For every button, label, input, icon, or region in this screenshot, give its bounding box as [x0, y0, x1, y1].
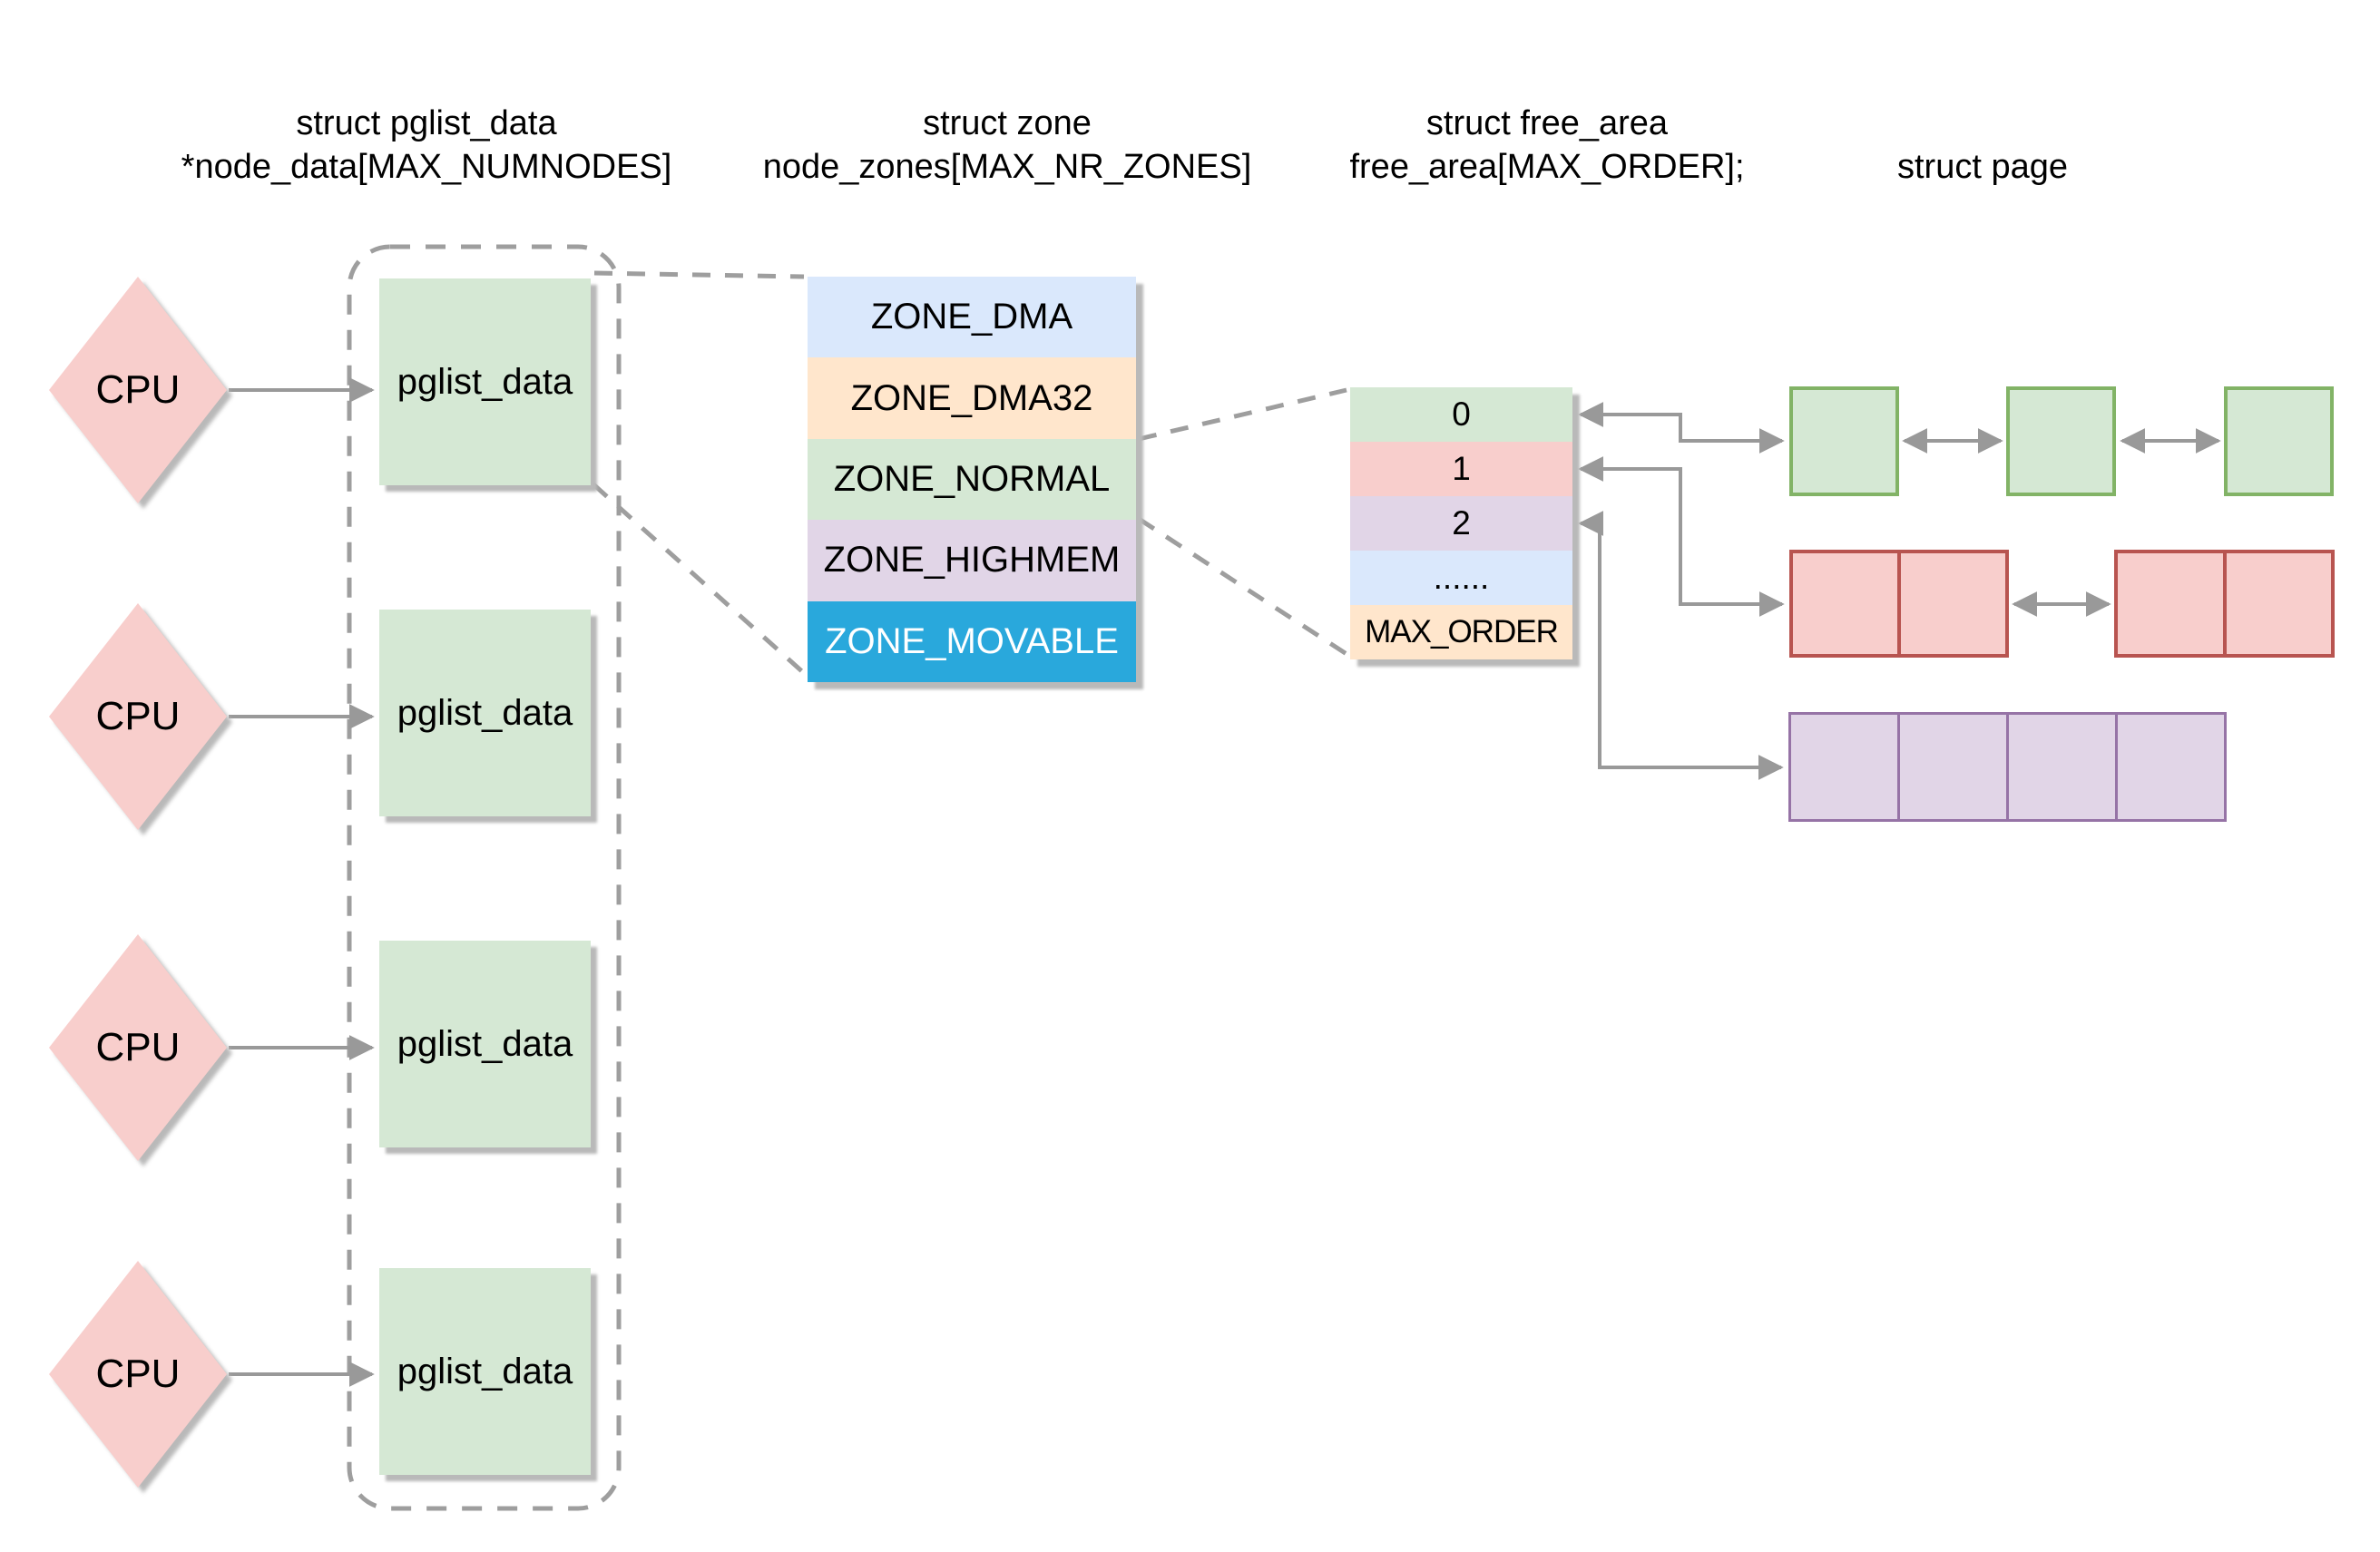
header-free-area-line1: struct free_area	[1425, 104, 1669, 142]
page-block-order1-1	[1789, 550, 2009, 658]
header-pglist-data: struct pglist_data *node_data[MAX_NUMNOD…	[64, 102, 789, 189]
cpu-label: CPU	[95, 367, 181, 412]
free-area-row-max-order: MAX_ORDER	[1350, 605, 1572, 659]
zone-row-dma32: ZONE_DMA32	[808, 357, 1136, 439]
header-struct-page-line1: struct page	[1897, 148, 2068, 186]
zone-row-label: ZONE_NORMAL	[833, 459, 1111, 500]
cpu-node-4: CPU	[49, 1261, 227, 1488]
header-struct-page: struct page	[1824, 145, 2141, 189]
header-free-area-line2: free_area[MAX_ORDER];	[1349, 148, 1745, 186]
pglist-data-node-2: pglist_data	[379, 610, 591, 816]
page-block-order0-2	[2006, 386, 2116, 496]
page-cell	[1791, 715, 1897, 819]
header-pglist-line2: *node_data[MAX_NUMNODES]	[181, 148, 672, 186]
page-block-order2-1	[1788, 712, 2227, 822]
link-freearea2-to-order2-list	[1578, 511, 1784, 780]
page-block-order1-2	[2114, 550, 2335, 658]
pglist-data-node-1: pglist_data	[379, 278, 591, 485]
page-cell	[2006, 715, 2115, 819]
page-cell	[2115, 715, 2224, 819]
free-area-table: 0 1 2 ...... MAX_ORDER	[1350, 387, 1572, 659]
zone-stack: ZONE_DMA ZONE_DMA32 ZONE_NORMAL ZONE_HIG…	[808, 277, 1136, 683]
free-area-row-label: ......	[1433, 559, 1490, 596]
free-area-row-2: 2	[1350, 496, 1572, 551]
zone-row-label: ZONE_DMA32	[850, 377, 1093, 418]
free-area-row-label: 0	[1452, 395, 1471, 433]
zone-row-label: ZONE_HIGHMEM	[823, 540, 1121, 581]
pglist-data-label: pglist_data	[397, 1351, 573, 1391]
free-area-row-1: 1	[1350, 442, 1572, 496]
page-block-order0-1	[1789, 386, 1899, 496]
pglist-data-label: pglist_data	[397, 361, 573, 402]
cpu-label: CPU	[95, 694, 181, 738]
zone-row-label: ZONE_MOVABLE	[825, 620, 1119, 661]
page-cell	[2118, 553, 2223, 654]
free-area-row-0: 0	[1350, 387, 1572, 442]
cpu-label: CPU	[95, 1025, 181, 1069]
zone-row-label: ZONE_DMA	[870, 297, 1073, 337]
header-zone-line2: node_zones[MAX_NR_ZONES]	[762, 148, 1252, 186]
page-block-order0-3	[2224, 386, 2334, 496]
page-cell	[2222, 553, 2332, 654]
free-area-row-label: 2	[1452, 504, 1471, 542]
dashed-pglist-to-zone-top	[593, 270, 805, 279]
zone-row-movable: ZONE_MOVABLE	[808, 600, 1136, 683]
cpu-label: CPU	[95, 1352, 181, 1396]
cpu-node-2: CPU	[49, 603, 227, 830]
link-freearea0-to-order0-list	[1578, 402, 1785, 454]
cpu-node-1: CPU	[49, 277, 227, 503]
pglist-data-node-4: pglist_data	[379, 1268, 591, 1475]
cpu-node-3: CPU	[49, 934, 227, 1161]
dashed-pglist-to-zone-bottom	[592, 483, 806, 675]
zone-row-normal: ZONE_NORMAL	[808, 438, 1136, 521]
header-pglist-line1: struct pglist_data	[296, 104, 557, 142]
header-zone-line1: struct zone	[923, 104, 1092, 142]
link-freearea1-to-order1-list	[1578, 456, 1785, 617]
dashed-zone-to-freearea-bottom	[1137, 516, 1348, 657]
cpu-diamond: CPU	[49, 934, 227, 1161]
dashed-zone-to-freearea-top	[1138, 387, 1347, 442]
free-area-row-label: MAX_ORDER	[1365, 614, 1559, 649]
cpu-diamond: CPU	[49, 603, 227, 830]
header-zone: struct zone node_zones[MAX_NR_ZONES]	[644, 102, 1370, 189]
pglist-data-node-3: pglist_data	[379, 941, 591, 1147]
page-cell	[1897, 715, 2006, 819]
pglist-group-dashed-rect	[347, 244, 622, 1511]
header-free-area: struct free_area free_area[MAX_ORDER];	[1320, 102, 1774, 189]
free-area-row-ellipsis: ......	[1350, 551, 1572, 605]
pglist-data-label: pglist_data	[397, 692, 573, 733]
cpu-diamond: CPU	[49, 1261, 227, 1488]
zone-row-dma: ZONE_DMA	[808, 277, 1136, 358]
zone-row-highmem: ZONE_HIGHMEM	[808, 520, 1136, 601]
page-cell	[1897, 553, 2005, 654]
pglist-data-label: pglist_data	[397, 1023, 573, 1064]
free-area-row-label: 1	[1452, 450, 1471, 487]
page-cell	[1793, 553, 1897, 654]
cpu-diamond: CPU	[49, 277, 227, 503]
